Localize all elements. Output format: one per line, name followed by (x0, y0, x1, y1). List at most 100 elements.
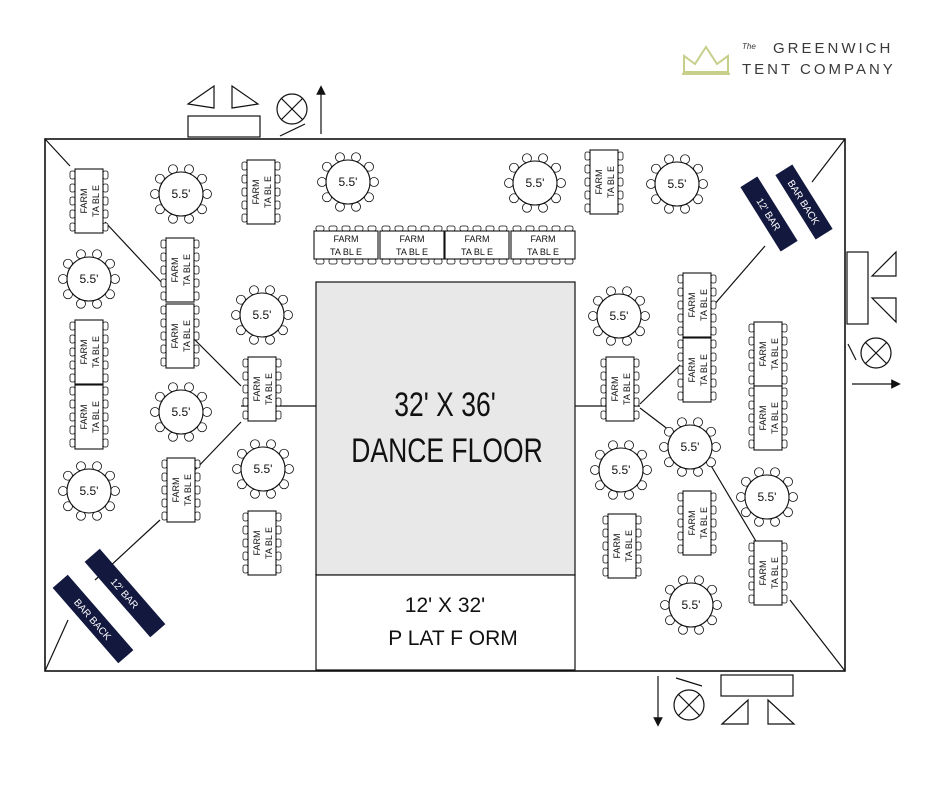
farm-table-top (605, 356, 635, 422)
chair (161, 511, 168, 521)
chair (710, 505, 717, 515)
farm-table-top (753, 385, 783, 451)
chair (102, 334, 109, 344)
chair (504, 178, 514, 188)
chair (446, 258, 456, 265)
farm-table-label: TA BL E (91, 185, 101, 217)
chair (193, 252, 200, 262)
chair (202, 407, 212, 417)
chair (354, 258, 364, 265)
chair (275, 358, 282, 368)
chair (110, 486, 120, 496)
chair (315, 258, 325, 265)
chair (274, 161, 281, 171)
round-table-label: 5.5' (610, 309, 629, 323)
chair (283, 310, 293, 320)
farm-table-top (682, 490, 712, 556)
chair (407, 225, 417, 232)
chair (590, 465, 600, 475)
chair (781, 400, 788, 410)
chair (315, 225, 325, 232)
chair (659, 442, 669, 452)
chair (633, 397, 640, 407)
chair (102, 170, 109, 180)
chair (102, 209, 109, 219)
round-table: 5.5' (660, 575, 722, 635)
chair (584, 190, 591, 200)
chair (677, 274, 684, 284)
chair (538, 225, 548, 232)
farm-table-label: FARM (170, 323, 180, 348)
chair (710, 274, 717, 284)
round-table-label: 5.5' (80, 272, 99, 286)
round-table: 5.5' (150, 382, 212, 442)
chair (433, 225, 443, 232)
chair (710, 378, 717, 388)
chair (381, 258, 391, 265)
chair (677, 365, 684, 375)
farm-table-top (753, 321, 783, 387)
chair (617, 177, 624, 187)
chair (69, 321, 76, 331)
farm-table-label: TA BL E (699, 507, 709, 539)
chair (485, 258, 495, 265)
chair (498, 258, 508, 265)
chair (102, 412, 109, 422)
round-table-label: 5.5' (80, 484, 99, 498)
entrance-bottom (653, 674, 796, 727)
chair (193, 305, 200, 315)
chair (242, 512, 249, 522)
chair (633, 384, 640, 394)
chair (748, 581, 755, 591)
chair (102, 222, 109, 232)
dance-floor-name: DANCE FLOOR (351, 432, 543, 470)
chair (275, 525, 282, 535)
chair (231, 310, 241, 320)
chair (193, 357, 200, 367)
chair (274, 200, 281, 210)
chair (512, 258, 522, 265)
chair (602, 554, 609, 564)
chair (677, 378, 684, 388)
chair (420, 258, 430, 265)
round-table-label: 5.5' (668, 177, 687, 191)
chair (102, 347, 109, 357)
round-table-label: 5.5' (253, 308, 272, 322)
chair (193, 239, 200, 249)
farm-table-top (165, 237, 195, 303)
chair (472, 225, 482, 232)
farm-table-label: TA BL E (624, 530, 634, 562)
chair (407, 258, 417, 265)
chair (584, 164, 591, 174)
chair (161, 472, 168, 482)
chair (677, 391, 684, 401)
farm-table-label: TA BL E (264, 373, 274, 405)
chair (102, 321, 109, 331)
farm-table-top (74, 384, 104, 450)
chair (241, 161, 248, 171)
chair (748, 555, 755, 565)
chair (242, 538, 249, 548)
chair (193, 331, 200, 341)
round-table-top (66, 468, 112, 514)
farm-table-top (589, 149, 619, 215)
chair (711, 442, 721, 452)
chair (69, 222, 76, 232)
chair (193, 344, 200, 354)
farm-table-label: TA BL E (182, 320, 192, 352)
farm-table-top (313, 230, 379, 260)
chair (202, 189, 212, 199)
chair (551, 258, 561, 265)
chair (194, 472, 201, 482)
chair (69, 360, 76, 370)
chair (748, 323, 755, 333)
chair (781, 349, 788, 359)
platform: 12' X 32' P LAT F ORM (315, 574, 576, 671)
chair (710, 518, 717, 528)
farm-table-top (74, 319, 104, 385)
farm-table-top (379, 230, 445, 260)
